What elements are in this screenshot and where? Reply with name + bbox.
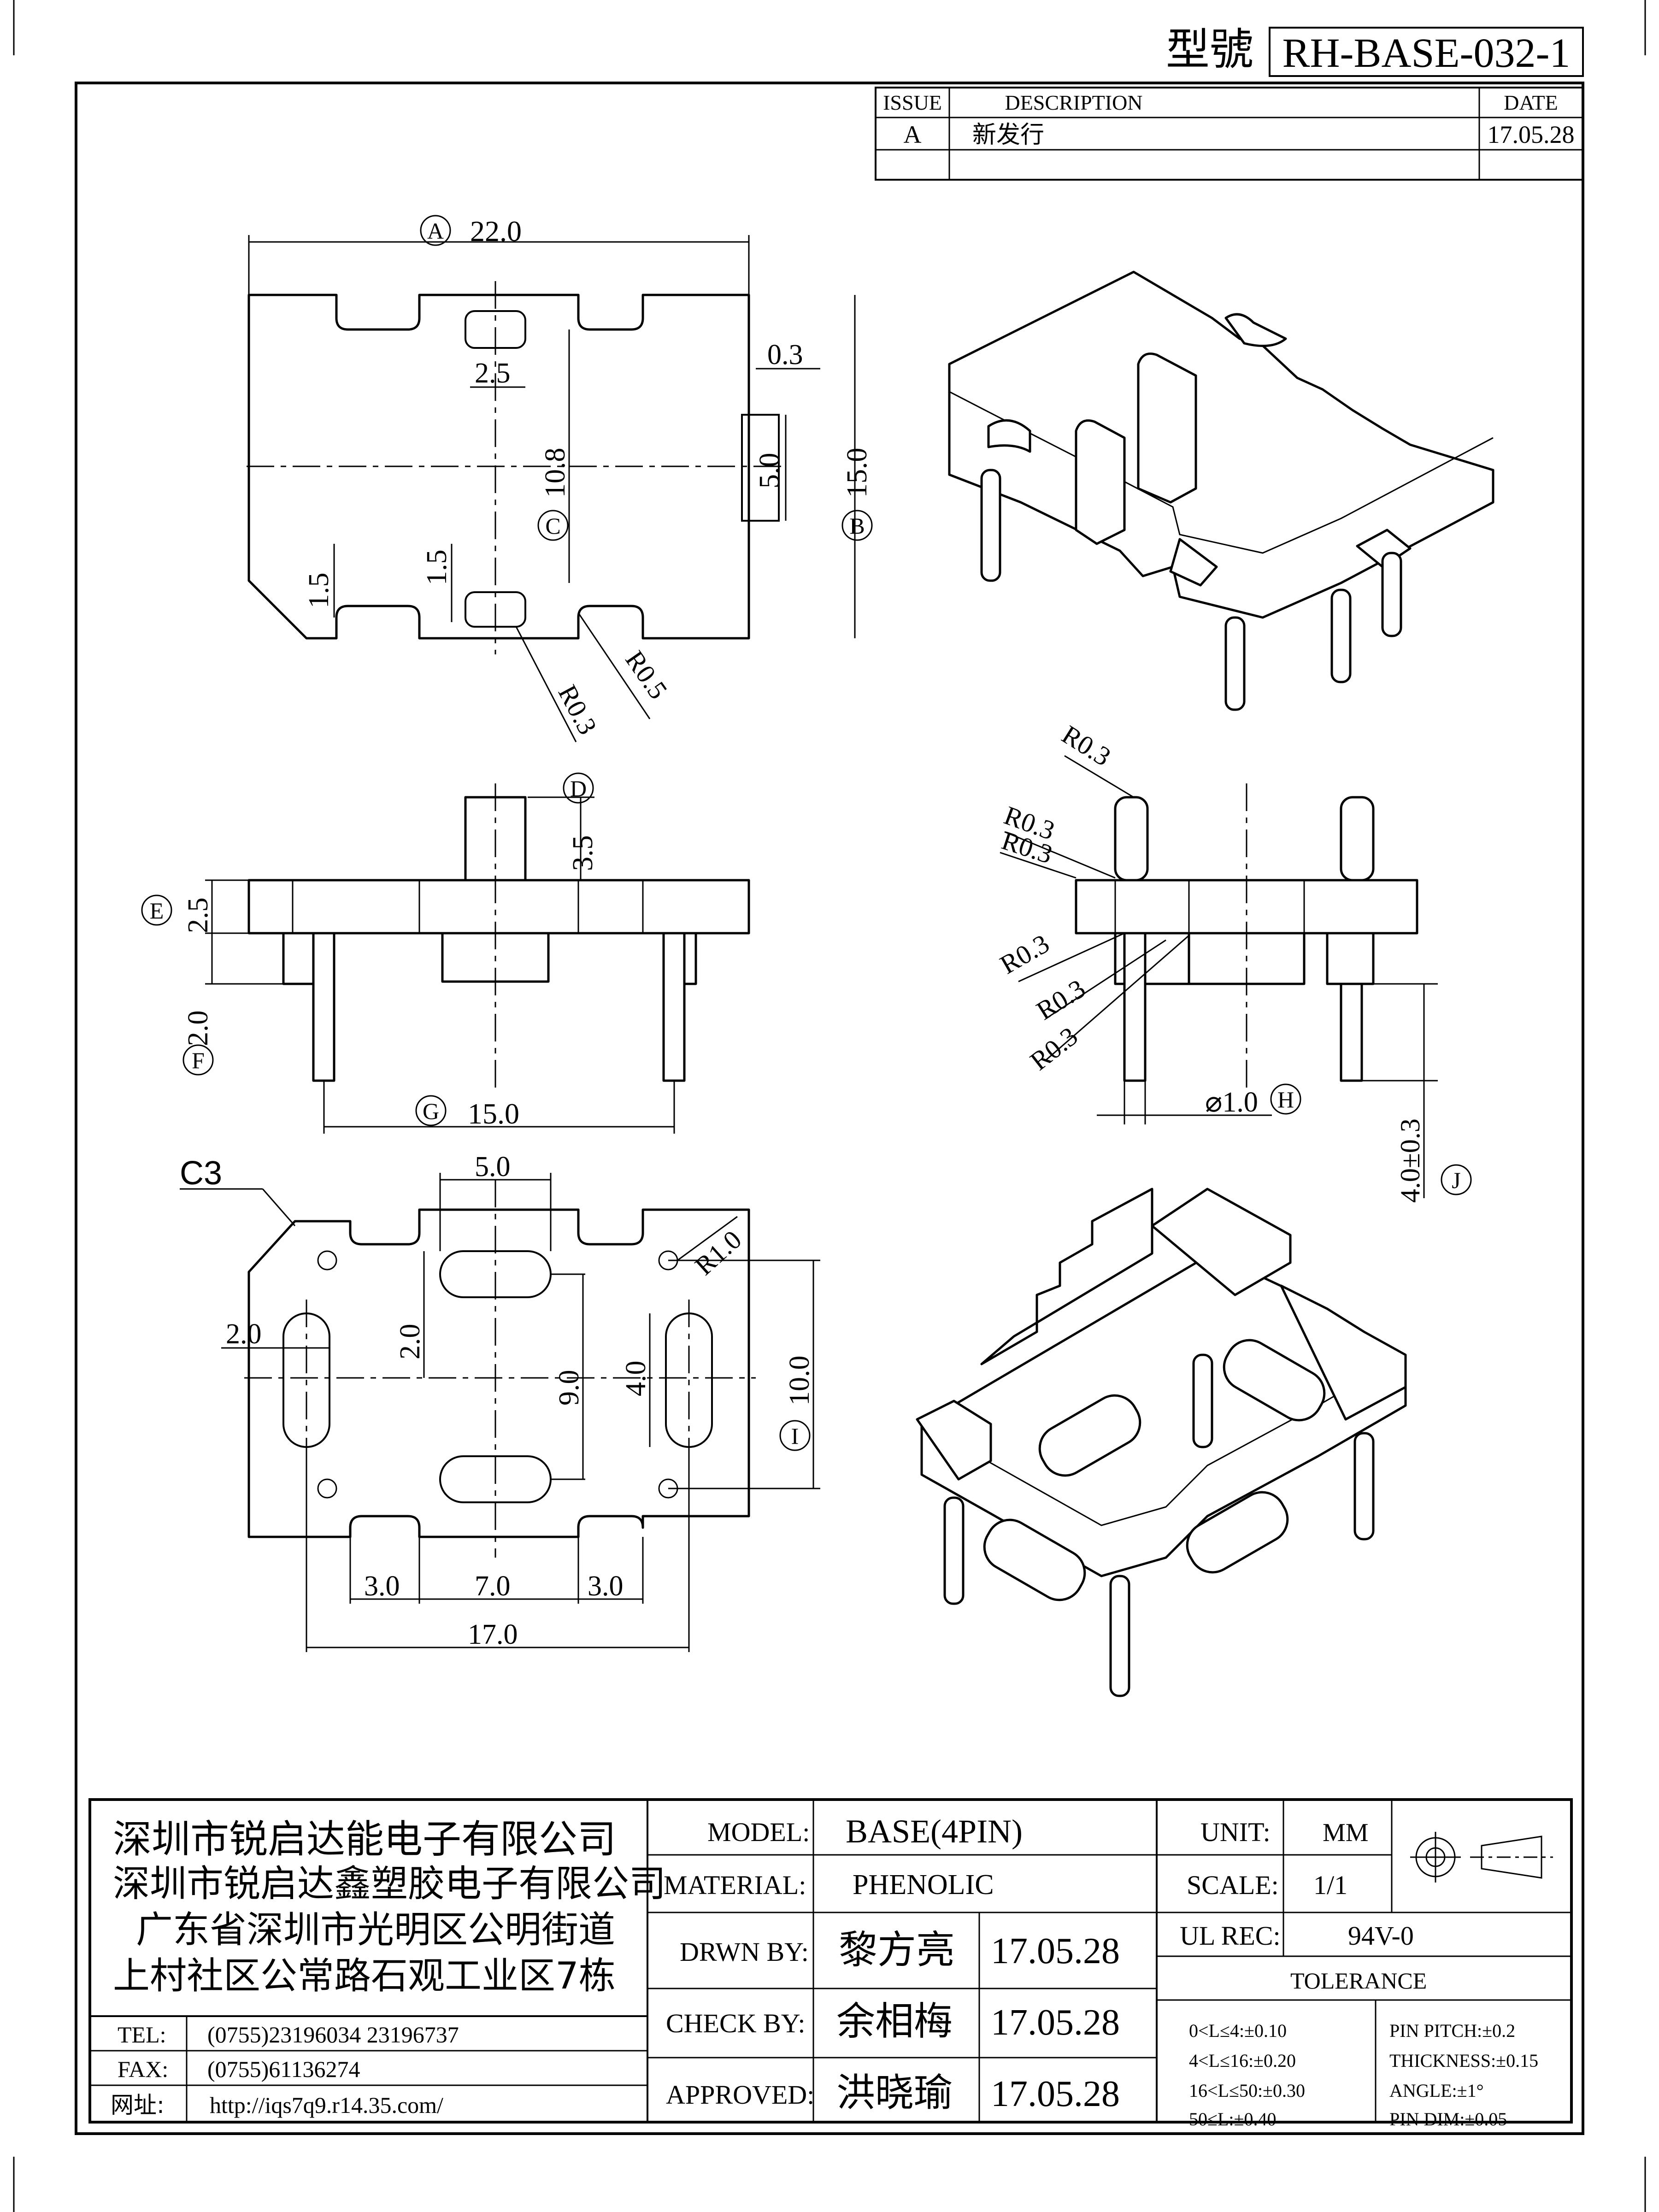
side-dim-4-0: 4.0±0.3 — [1395, 1118, 1425, 1203]
title-block: 深圳市锐启达能电子有限公司 深圳市锐启达鑫塑胶电子有限公司 广东省深圳市光明区公… — [88, 1798, 1573, 2130]
bottom-dim-2-0-left: 2.0 — [226, 1318, 262, 1350]
side-radius-6: R0.3 — [1024, 1021, 1083, 1077]
check-date: 17.05.28 — [991, 2002, 1120, 2043]
date-header: DATE — [1504, 91, 1558, 114]
fax-label: FAX: — [118, 2056, 168, 2082]
side-radius-4: R0.3 — [995, 928, 1054, 980]
approved-label: APPROVED: — [666, 2080, 814, 2110]
front-dim-2-5: 2.5 — [182, 898, 214, 934]
web-label: 网址: — [111, 2092, 165, 2118]
ul-value: 94V-0 — [1348, 1921, 1414, 1951]
projection-symbol-icon — [1410, 1832, 1553, 1883]
company-line-1: 深圳市锐启达能电子有限公司 — [113, 1817, 616, 1862]
bottom-view: C3 5.0 R1.0 2.0 2.0 9.0 4.0 10.0 I 3.0 7… — [180, 1151, 820, 1652]
top-tag-c: C — [545, 513, 560, 539]
tolerance-7: ANGLE:±1° — [1389, 2080, 1484, 2101]
bottom-dim-4-0: 4.0 — [620, 1361, 652, 1397]
side-view: R0.3 R0.3 R0.3 R0.3 R0.3 R0.3 ⌀1.0 H 4.0… — [995, 719, 1472, 1203]
bottom-dim-5-0: 5.0 — [475, 1151, 511, 1182]
isometric-view-bottom — [916, 1188, 1407, 1697]
tel-label: TEL: — [118, 2022, 166, 2047]
unit-label: UNIT: — [1200, 1817, 1271, 1847]
tel-value: (0755)23196034 23196737 — [207, 2022, 459, 2047]
material-label: MATERIAL: — [664, 1870, 806, 1900]
fax-value: (0755)61136274 — [207, 2056, 360, 2082]
top-dim-2-5: 2.5 — [475, 358, 511, 389]
front-view: D 3.5 2.5 E 2.0 F G 15.0 — [141, 772, 750, 1134]
model-value: BASE(4PIN) — [846, 1813, 1023, 1850]
check-label: CHECK BY: — [666, 2008, 805, 2038]
company-line-2: 深圳市锐启达鑫塑胶电子有限公司 — [113, 1862, 666, 1905]
front-tag-d: D — [570, 776, 587, 801]
model-no-label: 型號 — [1166, 24, 1253, 75]
approved-date: 17.05.28 — [991, 2074, 1120, 2114]
side-dim-diameter: ⌀1.0 — [1205, 1087, 1258, 1118]
front-dim-3-5: 3.5 — [567, 835, 599, 871]
approved-by: 洪晓瑜 — [836, 2070, 953, 2115]
company-line-4: 上村社区公常路石观工业区7栋 — [113, 1954, 616, 1997]
issue-header: ISSUE — [883, 91, 942, 114]
bottom-tag-i: I — [791, 1423, 799, 1449]
company-line-3: 广东省深圳市光明区公明街道 — [136, 1908, 615, 1951]
ul-label: UL REC: — [1180, 1921, 1281, 1951]
front-dim-15-0: 15.0 — [468, 1097, 519, 1130]
date-value: 17.05.28 — [1488, 121, 1575, 148]
scale-label: SCALE: — [1187, 1870, 1279, 1900]
top-view: A 22.0 2.5 0.3 5.0 15.0 B 10.8 C 1.5 1.5… — [247, 215, 873, 742]
side-tag-h: H — [1277, 1087, 1294, 1112]
bottom-dim-3-0-right: 3.0 — [588, 1571, 624, 1602]
top-radius-r0-5: R0.5 — [619, 645, 673, 704]
description-header: DESCRIPTION — [1005, 91, 1142, 114]
top-dim-5-0: 5.0 — [754, 453, 785, 489]
description-value: 新发行 — [972, 121, 1044, 149]
front-tag-f: F — [192, 1047, 205, 1073]
tolerance-label: TOLERANCE — [1290, 1968, 1427, 1994]
front-dim-2-0: 2.0 — [182, 1011, 214, 1047]
top-tag-b: B — [849, 513, 865, 539]
top-dim-1-5-left: 1.5 — [303, 573, 335, 609]
bottom-dim-3-0-left: 3.0 — [364, 1571, 400, 1602]
tolerance-8: PIN DIM:±0.05 — [1389, 2109, 1507, 2130]
issue-value: A — [904, 121, 922, 148]
tolerance-5: PIN PITCH:±0.2 — [1389, 2020, 1515, 2041]
revision-table: ISSUE DESCRIPTION DATE A 新发行 17.05.28 — [875, 87, 1584, 181]
tolerance-3: 16<L≤50:±0.30 — [1189, 2080, 1305, 2101]
bottom-dim-2-0-mid: 2.0 — [394, 1324, 426, 1360]
bottom-dim-17-0: 17.0 — [468, 1619, 518, 1650]
front-tag-g: G — [423, 1098, 439, 1124]
unit-value: MM — [1323, 1818, 1369, 1847]
model-number-header: 型號 RH-BASE-032-1 — [1166, 24, 1584, 77]
drawn-label: DRWN BY: — [680, 1937, 809, 1967]
side-radius-1: R0.3 — [1057, 719, 1116, 772]
model-label: MODEL: — [707, 1817, 810, 1847]
bottom-dim-9-0: 9.0 — [553, 1370, 585, 1406]
drawing-frame — [75, 82, 1584, 2135]
drawn-date: 17.05.28 — [991, 1931, 1120, 1971]
tolerance-6: THICKNESS:±0.15 — [1389, 2050, 1538, 2071]
bottom-chamfer-c3: C3 — [180, 1155, 222, 1192]
check-by: 余相梅 — [836, 1999, 953, 2044]
crop-marks — [13, 0, 1646, 2212]
tolerance-4: 50≤L:±0.40 — [1189, 2109, 1276, 2130]
scale-value: 1/1 — [1313, 1870, 1347, 1900]
side-tag-j: J — [1452, 1167, 1460, 1193]
top-dim-a: 22.0 — [470, 215, 522, 247]
top-dim-10-8: 10.8 — [540, 448, 571, 498]
top-tag-a: A — [427, 218, 444, 244]
model-no-value: RH-BASE-032-1 — [1282, 30, 1571, 76]
top-dim-0-3: 0.3 — [767, 339, 803, 371]
front-tag-e: E — [150, 898, 164, 924]
side-radius-5: R0.3 — [1031, 973, 1090, 1026]
bottom-dim-7-0: 7.0 — [475, 1571, 511, 1602]
tolerance-1: 0<L≤4:±0.10 — [1189, 2020, 1287, 2041]
web-value: http://iqs7q9.r14.35.com/ — [210, 2092, 443, 2118]
drawn-by: 黎方亮 — [839, 1927, 955, 1972]
bottom-dim-10-0: 10.0 — [784, 1356, 815, 1406]
material-value: PHENOLIC — [853, 1869, 994, 1900]
isometric-view-top — [948, 271, 1494, 711]
top-dim-15-0: 15.0 — [841, 448, 873, 498]
tolerance-2: 4<L≤16:±0.20 — [1189, 2050, 1296, 2071]
top-dim-1-5-mid: 1.5 — [421, 550, 453, 586]
